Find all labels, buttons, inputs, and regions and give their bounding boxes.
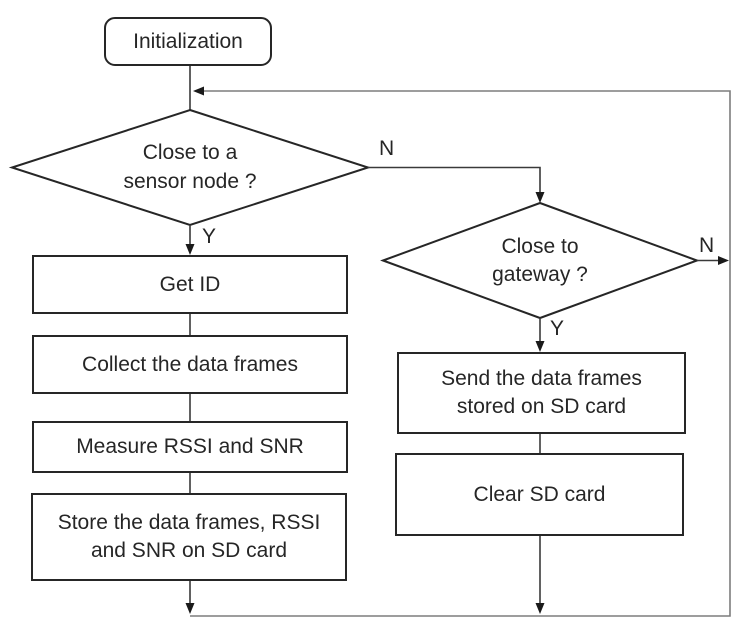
edge-label-gateway-no: N	[699, 234, 715, 257]
node-store-on-sd-card: Store the data frames, RSSI and SNR on S…	[31, 493, 347, 581]
node-get-id: Get ID	[32, 255, 348, 314]
node-decision-sensor: Close to a sensor node ?	[100, 130, 280, 205]
node-collect-data-frames-label: Collect the data frames	[82, 352, 298, 376]
edge-loop-return	[190, 90, 731, 617]
node-store-on-sd-card-label: Store the data frames, RSSI and SNR on S…	[57, 511, 321, 562]
node-send-data-frames-label: Send the data frames stored on SD card	[441, 367, 642, 418]
arrowhead-sensor-yes	[185, 244, 195, 255]
node-initialization: Initialization	[104, 17, 272, 66]
node-decision-sensor-label: Close to a sensor node ?	[123, 141, 257, 193]
node-clear-sd-card: Clear SD card	[395, 453, 684, 536]
arrowhead-clear-to-loop	[535, 603, 545, 614]
edge-sensor-no	[368, 166, 541, 196]
arrowhead-loop-into-main-line	[193, 86, 204, 96]
node-measure-rssi-snr: Measure RSSI and SNR	[32, 421, 348, 473]
node-get-id-label: Get ID	[159, 272, 221, 296]
edge-label-sensor-no: N	[379, 137, 395, 160]
node-send-data-frames: Send the data frames stored on SD card	[397, 352, 686, 434]
node-decision-gateway: Close to gateway ?	[460, 226, 620, 296]
arrowhead-gateway-no	[718, 256, 729, 265]
edge-label-gateway-yes: Y	[550, 317, 565, 340]
edge-label-sensor-yes: Y	[202, 225, 217, 248]
arrowhead-store-to-loop	[185, 603, 195, 614]
node-initialization-label: Initialization	[133, 29, 243, 53]
node-decision-gateway-label: Close to gateway ?	[492, 234, 588, 286]
node-collect-data-frames: Collect the data frames	[32, 335, 348, 394]
arrowhead-gateway-yes	[535, 341, 545, 352]
node-clear-sd-card-label: Clear SD card	[473, 482, 606, 506]
arrowhead-sensor-no	[535, 192, 545, 203]
node-measure-rssi-snr-label: Measure RSSI and SNR	[76, 435, 304, 459]
